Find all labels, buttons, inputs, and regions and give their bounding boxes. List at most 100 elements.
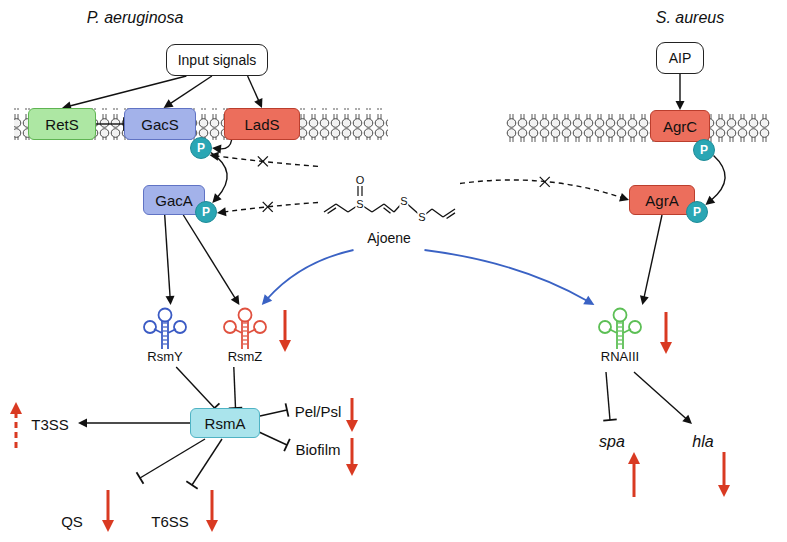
rna-loop: [629, 321, 641, 333]
ajoene-molecule: Ajoene: [318, 155, 460, 250]
arrow-head: [682, 415, 692, 424]
effect-arrow: [206, 490, 218, 532]
phospho-circle: P: [190, 137, 212, 159]
edge-connector: [705, 156, 725, 205]
connector-line: [183, 215, 235, 299]
sensor-kinase-box: AgrC: [650, 110, 710, 142]
connector-line: [711, 156, 725, 201]
inhibition-bar: [137, 472, 144, 484]
base-pair: [243, 326, 247, 327]
sensor-kinase-box: GacS: [124, 108, 196, 140]
rna-loop: [144, 321, 156, 333]
arrow-head: [231, 295, 240, 305]
gene-label: hla: [692, 433, 713, 451]
chemical-bond: [443, 209, 455, 217]
arrow-head: [212, 193, 221, 203]
connector-line: [140, 439, 205, 478]
rna-loop: [254, 321, 266, 333]
arrow-head: [78, 419, 87, 428]
rna-icon: RNAIII: [588, 305, 652, 367]
node-label: AgrA: [645, 192, 678, 209]
arrow-head: [10, 402, 22, 414]
base-pair: [243, 343, 247, 344]
target-label: Pel/Psl: [295, 404, 342, 421]
signal-box: AIP: [656, 42, 704, 74]
regulation-line: [78, 419, 190, 428]
arrow-head: [164, 99, 174, 108]
base-pair: [243, 335, 247, 336]
edge-connector: [211, 153, 227, 203]
node-label: AIP: [669, 50, 692, 66]
block-cross: [540, 177, 550, 187]
connector-line: [169, 76, 211, 104]
base-pair: [618, 330, 622, 331]
edge-connector: [96, 117, 124, 131]
arrow-head: [640, 295, 649, 305]
node-label: LadS: [244, 116, 279, 133]
edge-connector: [217, 202, 318, 216]
connector-line: [351, 398, 354, 422]
chemical-bond: [324, 204, 336, 212]
block-cross: [263, 202, 273, 212]
effect-arrow: [279, 310, 291, 352]
arrow-head: [628, 452, 640, 464]
base-pair: [618, 322, 622, 323]
rna-icon: RsmY: [137, 305, 193, 367]
connector-line: [234, 367, 236, 408]
connector-line: [248, 76, 260, 102]
chemical-bond: [336, 204, 348, 212]
inhibition-bar: [603, 419, 616, 420]
inhibition-bar: [286, 403, 289, 416]
atom-symbol: S: [355, 198, 364, 210]
organism-title: P. aeruginosa: [87, 9, 184, 27]
edge-connector: [262, 250, 354, 305]
arrow-head: [718, 485, 730, 497]
arrow-head: [206, 520, 218, 532]
node-label: P: [202, 205, 210, 219]
rna-strand: [609, 329, 617, 349]
base-pair: [163, 322, 167, 323]
node-label: P: [197, 141, 205, 155]
connector-line: [634, 372, 687, 419]
regulation-line: [603, 372, 616, 421]
effect-arrow: [10, 402, 22, 448]
edge-connector: [460, 177, 629, 202]
chemical-bond: [328, 208, 336, 214]
rna-loop: [239, 309, 252, 322]
base-pair: [243, 330, 247, 331]
rna-symbol: [595, 305, 645, 349]
regulation-line: [186, 439, 222, 489]
effect-arrow: [102, 490, 114, 532]
node-label: GacS: [141, 116, 179, 133]
edge-connector: [425, 250, 595, 305]
rna-strand: [234, 329, 242, 349]
arrow-head: [262, 294, 272, 305]
inhibition-bar: [284, 439, 290, 451]
connector-line: [665, 312, 668, 344]
connector-line: [96, 123, 124, 124]
base-pair: [163, 326, 167, 327]
rna-strand: [242, 321, 248, 333]
arrow-head: [619, 193, 629, 202]
rna-loop: [159, 309, 172, 322]
base-pair: [618, 343, 622, 344]
arrow-head: [346, 464, 358, 476]
arrow-head: [279, 340, 291, 352]
regulation-line: [634, 372, 692, 424]
edge-connector: [248, 76, 263, 108]
arrow-head: [209, 152, 219, 161]
signal-box: Input signals: [166, 44, 268, 76]
connector-line: [192, 439, 222, 485]
arrow-head: [212, 145, 221, 154]
rna-loop: [614, 309, 627, 322]
edge-connector: [183, 215, 239, 305]
base-pair: [243, 339, 247, 340]
block-cross: [540, 177, 550, 187]
atom-symbol: O: [355, 174, 366, 186]
atom-symbol: S: [399, 195, 408, 207]
arrow-head: [583, 296, 594, 305]
rna-symbol: [220, 305, 270, 349]
connector-line: [107, 490, 110, 522]
rna-loop: [599, 321, 611, 333]
